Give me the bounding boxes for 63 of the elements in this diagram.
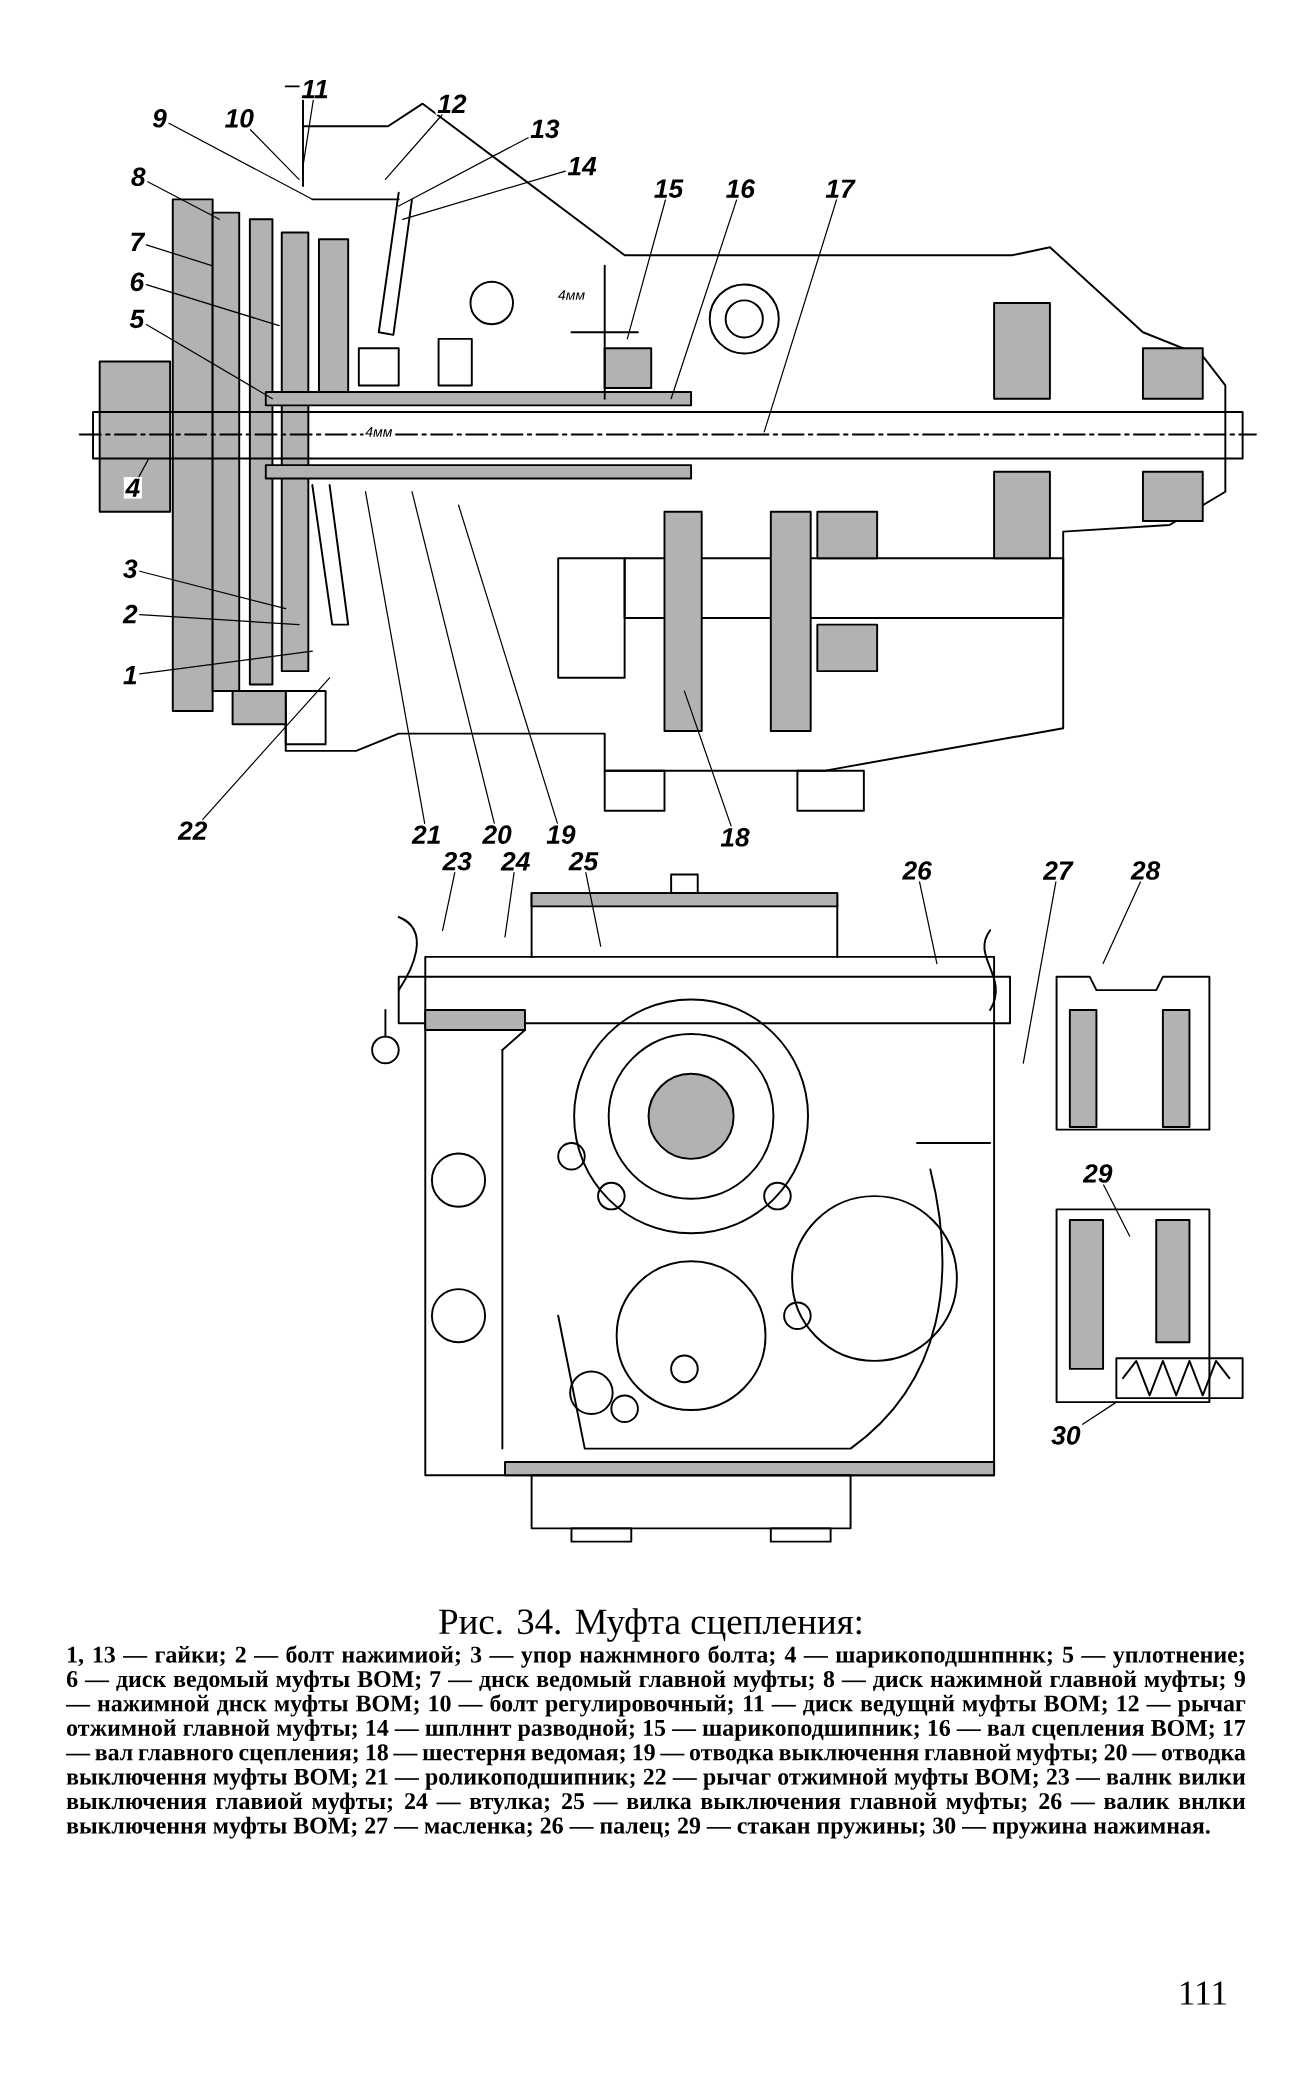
leader-line <box>302 99 314 167</box>
figure-title: Рис. 34. Муфта сцепления: <box>439 1608 861 1642</box>
page-number: 111 <box>1181 1981 1226 2005</box>
callout-number: 9 <box>150 107 169 130</box>
leader-line <box>683 690 732 827</box>
callout-number: 8 <box>129 165 148 188</box>
callout-number: 29 <box>1081 1162 1115 1185</box>
leader-line <box>364 491 426 824</box>
callout-number: 23 <box>440 850 474 873</box>
callout-number: 24 <box>499 850 533 873</box>
leader-line <box>411 491 495 824</box>
leader-line <box>145 284 280 327</box>
callout-number: 22 <box>176 819 210 842</box>
callout-number: 2 <box>121 603 140 625</box>
leader-line <box>398 137 529 207</box>
callout-number: 20 <box>480 823 514 846</box>
callout-number: 27 <box>1041 859 1075 882</box>
callout-number: 16 <box>723 177 757 200</box>
callout-number: 7 <box>127 231 146 253</box>
leader-line <box>139 650 313 675</box>
leader-line <box>168 122 313 200</box>
callout-number: 5 <box>127 308 146 330</box>
leader-line <box>670 199 738 400</box>
callout-number: 3 <box>121 557 140 580</box>
callout-number: 13 <box>528 117 562 140</box>
callout-number: 17 <box>823 177 857 200</box>
callout-number: 14 <box>565 155 599 177</box>
leader-line <box>384 114 443 180</box>
callout-number: 19 <box>544 823 578 846</box>
callout-number: 12 <box>435 92 469 115</box>
callout-number: 11 <box>299 78 331 100</box>
leader-line <box>442 872 456 931</box>
leader-line <box>139 570 287 610</box>
leader-line <box>504 871 515 938</box>
callout-number: 25 <box>567 850 600 873</box>
leader-line <box>145 323 273 400</box>
leader-line <box>402 170 566 220</box>
callout-number: 6 <box>127 270 146 293</box>
leader-line <box>1102 881 1141 965</box>
leader-line <box>1082 1401 1118 1425</box>
leader-line <box>202 677 331 820</box>
leader-line <box>457 504 558 824</box>
callout-number: 30 <box>1049 1424 1083 1447</box>
callout-number: 18 <box>718 826 752 849</box>
leader-line <box>147 181 220 220</box>
leader-line <box>145 244 214 267</box>
leader-line <box>585 872 602 947</box>
leader-line <box>139 614 300 626</box>
callout-number: 26 <box>900 859 934 882</box>
callout-number: 1 <box>121 664 140 686</box>
callout-number: 15 <box>652 177 685 200</box>
callout-number: 10 <box>222 107 256 130</box>
leader-line <box>249 129 300 180</box>
dimension-text: 4мм <box>556 288 587 302</box>
leader-line <box>626 199 667 340</box>
leader-line <box>918 881 938 965</box>
callout-number: 28 <box>1129 859 1162 882</box>
dimension-text: 4мм <box>363 425 395 439</box>
callout-number: 21 <box>410 823 444 846</box>
leader-line <box>138 457 150 478</box>
leader-line <box>763 199 838 433</box>
leader-line <box>1022 881 1057 1064</box>
figure-caption: 1, 13 — гайки; 2 — болт нажимиой; 3 — упор нажнмного болта; 4 — шарикоподшнпннк; 5 — уплотнение; 6 — диск ведомый муфты ВОМ; 7 — днск ведомый главной муфты; 8 — диск нажимной главной муфты; 9 — нажимной днск муфты ВОМ; 10 — болт регулировочный; 11 — диск ведущнй муфты ВОМ; 12 — рычаг отжимной главной муфты; 14 — шплннт разводной; 15 — шарикоподшипник; 16 — вал сцепления ВОМ; 17 — вал главного сцепления; 18 — шестерня ведомая; 19 — отводка выключення главной муфты; 20 — отводка выключення муфты ВОМ; 21 — роликоподшипник; 22 — рычаг отжимной муфты ВОМ; 23 — валнк вилки выключения главиой муфты; 24 — втулка; 25 — вилка выключения главной муфты; 26 — валик внлки выключення муфты ВОМ; 27 — масленка; 26 — палец; 29 — стакан пружины; 30 — пружина нажимная. <box>65 1645 1246 1839</box>
